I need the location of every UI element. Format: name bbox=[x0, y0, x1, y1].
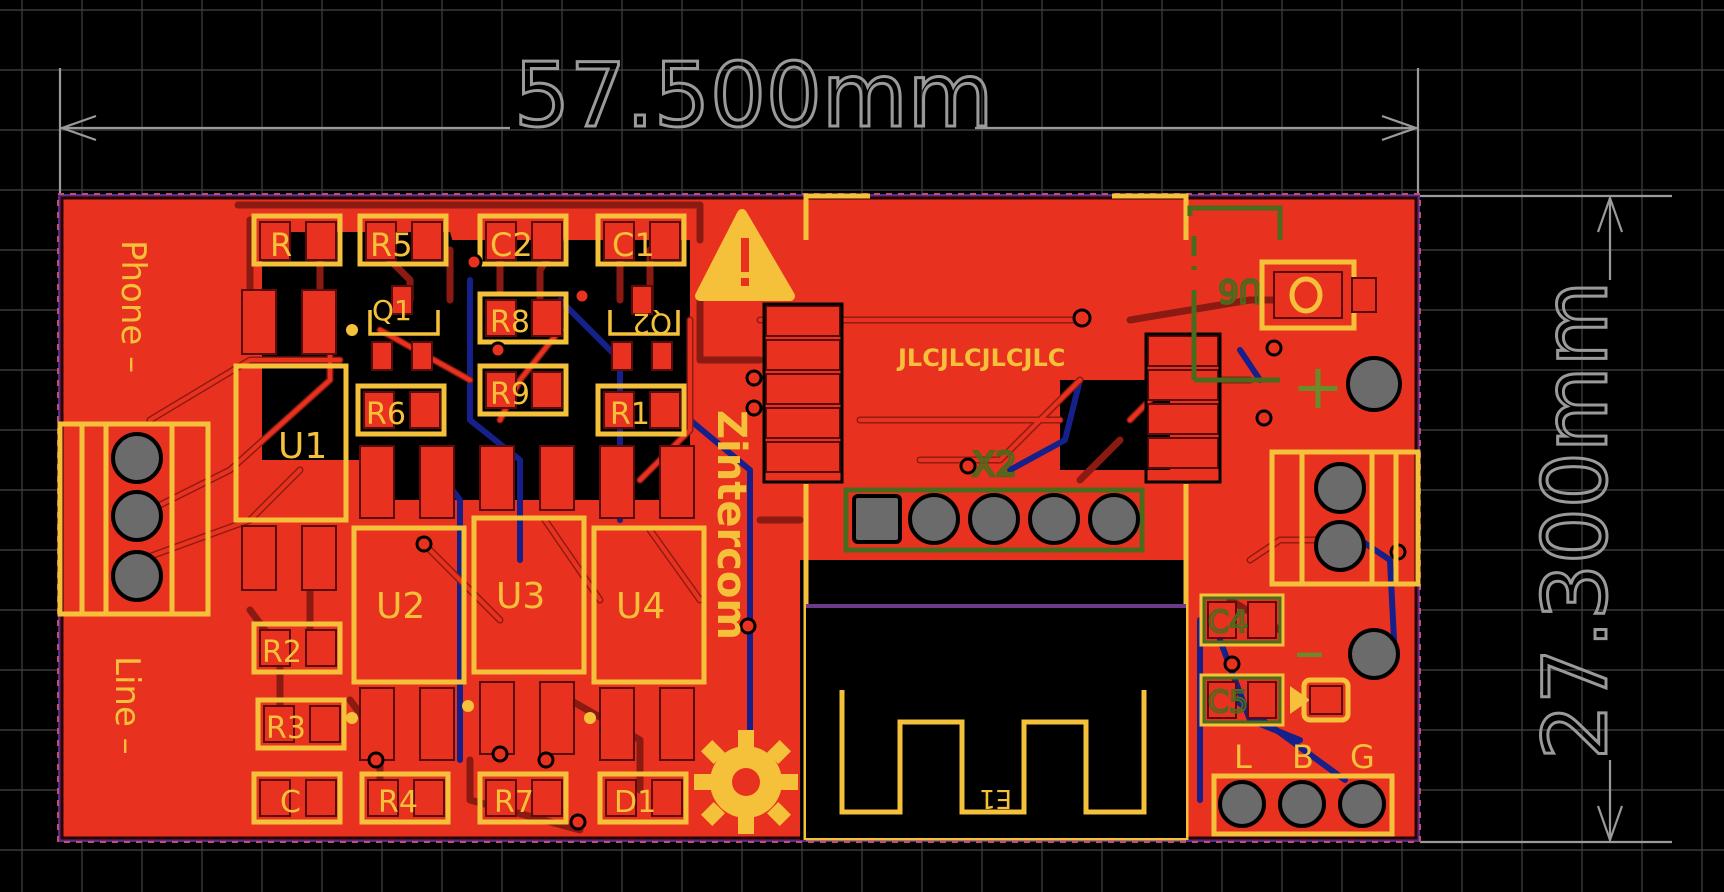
terminal-block-right[interactable] bbox=[1269, 449, 1421, 587]
wifi-module[interactable]: E1 JLCJLCJLCJLC bbox=[803, 193, 1189, 841]
resistor-r10[interactable]: R1 bbox=[595, 383, 687, 437]
pin-g-pad[interactable] bbox=[1338, 780, 1386, 828]
line-label: Line – bbox=[107, 656, 147, 755]
component-u6[interactable]: U6 bbox=[1187, 205, 1377, 383]
plus-pad[interactable] bbox=[1346, 356, 1402, 412]
r6-label: R6 bbox=[366, 397, 406, 432]
diode-d1[interactable]: D1 bbox=[597, 771, 689, 825]
terminal-block-left[interactable] bbox=[57, 421, 211, 617]
transistor-q1[interactable]: Q1 bbox=[346, 285, 440, 371]
ic-u3[interactable]: U3 bbox=[471, 445, 587, 755]
resistor-r8[interactable]: R8 bbox=[477, 291, 569, 345]
r3-label: R3 bbox=[266, 711, 306, 746]
resistor-r6[interactable]: R6 bbox=[355, 383, 447, 437]
header-x2[interactable]: X2 bbox=[843, 444, 1145, 553]
u3-label: U3 bbox=[496, 576, 545, 617]
c4-label: C4 bbox=[1208, 605, 1248, 640]
top-layer-traces bbox=[136, 201, 1344, 834]
bottom-passives[interactable]: C R4 R7 D1 bbox=[251, 771, 689, 825]
c5-label: C5 bbox=[1208, 685, 1248, 720]
r8-label: R8 bbox=[490, 305, 530, 340]
resistor-top-1-label: R bbox=[270, 226, 292, 264]
height-dimension: 27.300mm bbox=[1420, 194, 1672, 844]
r9-label: R9 bbox=[490, 377, 530, 412]
width-dimension: 57.500mm bbox=[58, 43, 1420, 195]
brand-label: Zintercom bbox=[708, 410, 754, 640]
resistor-r2[interactable]: R2 bbox=[251, 621, 343, 675]
ic-u1[interactable]: U1 bbox=[233, 289, 349, 591]
pin-l-pad[interactable] bbox=[1218, 780, 1266, 828]
q1-label: Q1 bbox=[372, 294, 412, 327]
pin-b-label: B bbox=[1292, 738, 1314, 776]
x2-pin-2[interactable] bbox=[908, 493, 960, 545]
resistor-r9[interactable]: R9 bbox=[477, 363, 569, 417]
top-passives[interactable]: R R5 C2 C1 bbox=[251, 213, 687, 267]
capacitor-c5[interactable]: C5 bbox=[1199, 673, 1285, 727]
resistor-top-2[interactable]: R5 bbox=[357, 213, 449, 267]
module-header-right[interactable] bbox=[1144, 332, 1222, 484]
module-header-left[interactable] bbox=[762, 302, 844, 484]
jlc-order-text: JLCJLCJLCJLC bbox=[896, 344, 1065, 372]
resistor-r4[interactable]: R4 bbox=[359, 771, 451, 825]
terminal-pin-1[interactable] bbox=[111, 432, 163, 484]
r7-label: R7 bbox=[494, 785, 534, 820]
capacitor-bottom-1[interactable]: C bbox=[251, 771, 343, 825]
resistor-top-1[interactable]: R bbox=[251, 213, 343, 267]
ic-u4[interactable]: U4 bbox=[591, 445, 707, 761]
terminal-pin-3[interactable] bbox=[111, 550, 163, 602]
x2-pin-5[interactable] bbox=[1088, 493, 1140, 545]
u4-label: U4 bbox=[616, 586, 665, 627]
pin-g-label: G bbox=[1350, 738, 1375, 776]
antenna-trace bbox=[839, 690, 1147, 815]
ic-u2[interactable]: U2 bbox=[351, 445, 467, 761]
terminal-right-pin-2[interactable] bbox=[1314, 520, 1366, 572]
phone-label: Phone – bbox=[113, 240, 153, 373]
pin1-marker bbox=[346, 712, 358, 724]
r4-label: R4 bbox=[378, 785, 418, 820]
gear-icon bbox=[694, 730, 798, 834]
height-dimension-label: 27.300mm bbox=[1524, 281, 1627, 760]
width-dimension-label: 57.500mm bbox=[514, 44, 993, 147]
x2-pin-1[interactable] bbox=[852, 494, 902, 544]
pin-b-pad[interactable] bbox=[1278, 780, 1326, 828]
pin1-marker bbox=[584, 712, 596, 724]
plus-sign: + bbox=[1292, 350, 1344, 423]
terminal-pin-2[interactable] bbox=[111, 490, 163, 542]
resistor-r7[interactable]: R7 bbox=[477, 771, 569, 825]
resistor-top-2-label: R5 bbox=[370, 226, 413, 264]
e1-label: E1 bbox=[979, 783, 1012, 813]
d1-label: D1 bbox=[614, 785, 656, 820]
r2-label: R2 bbox=[262, 635, 302, 670]
warning-icon bbox=[695, 209, 795, 301]
minus-sign: – bbox=[1294, 614, 1325, 687]
capacitor-top-1-label: C2 bbox=[490, 226, 533, 264]
u2-label: U2 bbox=[376, 586, 425, 627]
resistor-r3[interactable]: R3 bbox=[255, 697, 347, 751]
x2-label: X2 bbox=[972, 445, 1017, 485]
x2-pin-3[interactable] bbox=[968, 493, 1020, 545]
q2-label: Q2 bbox=[632, 307, 672, 340]
u6-label: U6 bbox=[1218, 272, 1262, 310]
capacitor-c4[interactable]: C4 bbox=[1199, 593, 1285, 647]
capacitor-bottom-1-label: C bbox=[280, 785, 301, 820]
x2-pin-4[interactable] bbox=[1028, 493, 1080, 545]
u1-label: U1 bbox=[278, 426, 327, 467]
capacitor-top-1[interactable]: C2 bbox=[477, 213, 569, 267]
vias bbox=[367, 253, 1407, 831]
r10-label: R1 bbox=[610, 397, 650, 432]
terminal-right-pin-1[interactable] bbox=[1314, 462, 1366, 514]
connector-lbg[interactable]: L B G bbox=[1211, 738, 1395, 837]
capacitor-top-2[interactable]: C1 bbox=[595, 213, 687, 267]
capacitor-top-2-label: C1 bbox=[612, 226, 655, 264]
pin1-marker bbox=[462, 700, 474, 712]
transistor-q2[interactable]: Q2 bbox=[608, 285, 680, 371]
pin-l-label: L bbox=[1234, 738, 1252, 776]
minus-pad[interactable] bbox=[1348, 628, 1400, 680]
diode-right[interactable] bbox=[1290, 677, 1351, 723]
